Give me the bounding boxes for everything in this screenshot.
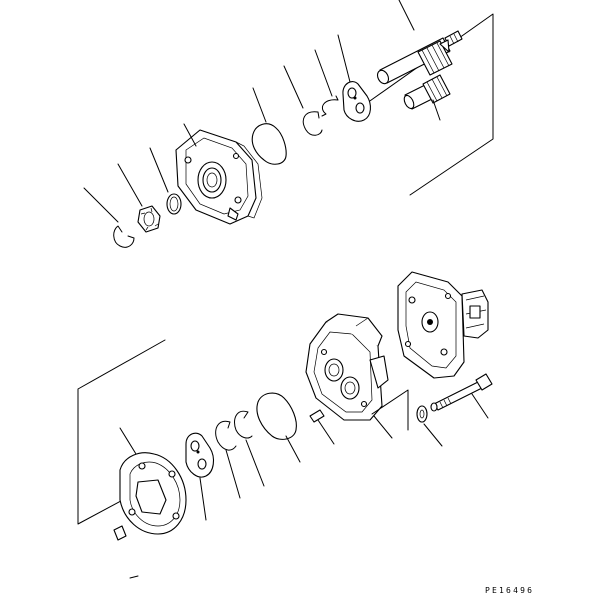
leader-oil-seal	[149, 147, 169, 193]
drawing-code: PE16496	[485, 586, 534, 595]
nut	[137, 205, 161, 233]
rear-body	[397, 271, 489, 379]
leader-front-cover	[183, 123, 197, 147]
leader-upper-gasket	[252, 87, 267, 123]
upper-gasket	[251, 123, 287, 165]
leader-upper-seal-ring	[283, 65, 304, 109]
upper-seal-ring	[302, 111, 323, 136]
lower-assembly	[77, 271, 493, 579]
center-body	[305, 313, 389, 421]
upper-bracket-line	[366, 13, 494, 196]
upper-assembly	[83, 0, 494, 248]
lower-bracket-line	[77, 339, 166, 525]
leader-upper-bushing	[337, 34, 351, 83]
upper-backup-ring	[321, 95, 339, 117]
lower-backup-ring	[234, 410, 253, 439]
upper-bushing-plate	[342, 81, 371, 122]
washer	[416, 405, 428, 423]
leader-dowel-pin-center	[317, 419, 335, 445]
oil-seal	[166, 193, 182, 215]
leader-lower-backup-ring	[245, 439, 265, 487]
driven-gear	[403, 74, 451, 110]
lower-bushing-plate	[185, 432, 215, 478]
dowel-pin-center	[309, 409, 325, 423]
leader-upper-backup-ring	[314, 49, 333, 97]
leader-center-body	[373, 415, 393, 439]
leader-drive-shaft	[398, 0, 415, 31]
leader-lower-bushing	[199, 477, 207, 521]
front-cover	[175, 129, 263, 225]
end-plate	[119, 452, 187, 535]
leader-nut	[117, 163, 143, 207]
bolt	[430, 373, 493, 412]
leader-snap-ring	[83, 187, 119, 223]
leader-bolt	[471, 393, 489, 419]
drive-shaft-gear	[376, 30, 463, 85]
upper-snap-ring	[113, 225, 135, 248]
leader-lower-seal-ring	[225, 449, 241, 499]
center-body-bracket	[371, 389, 409, 431]
dowel-pin-bottom	[113, 525, 127, 541]
lower-gasket	[256, 392, 297, 440]
leader-dowel-pin-bottom	[129, 575, 139, 579]
leader-washer	[423, 423, 443, 447]
leader-lower-gasket	[285, 435, 301, 463]
leader-driven-gear	[432, 99, 441, 121]
lower-seal-ring	[215, 420, 237, 451]
leader-end-plate	[119, 427, 137, 455]
